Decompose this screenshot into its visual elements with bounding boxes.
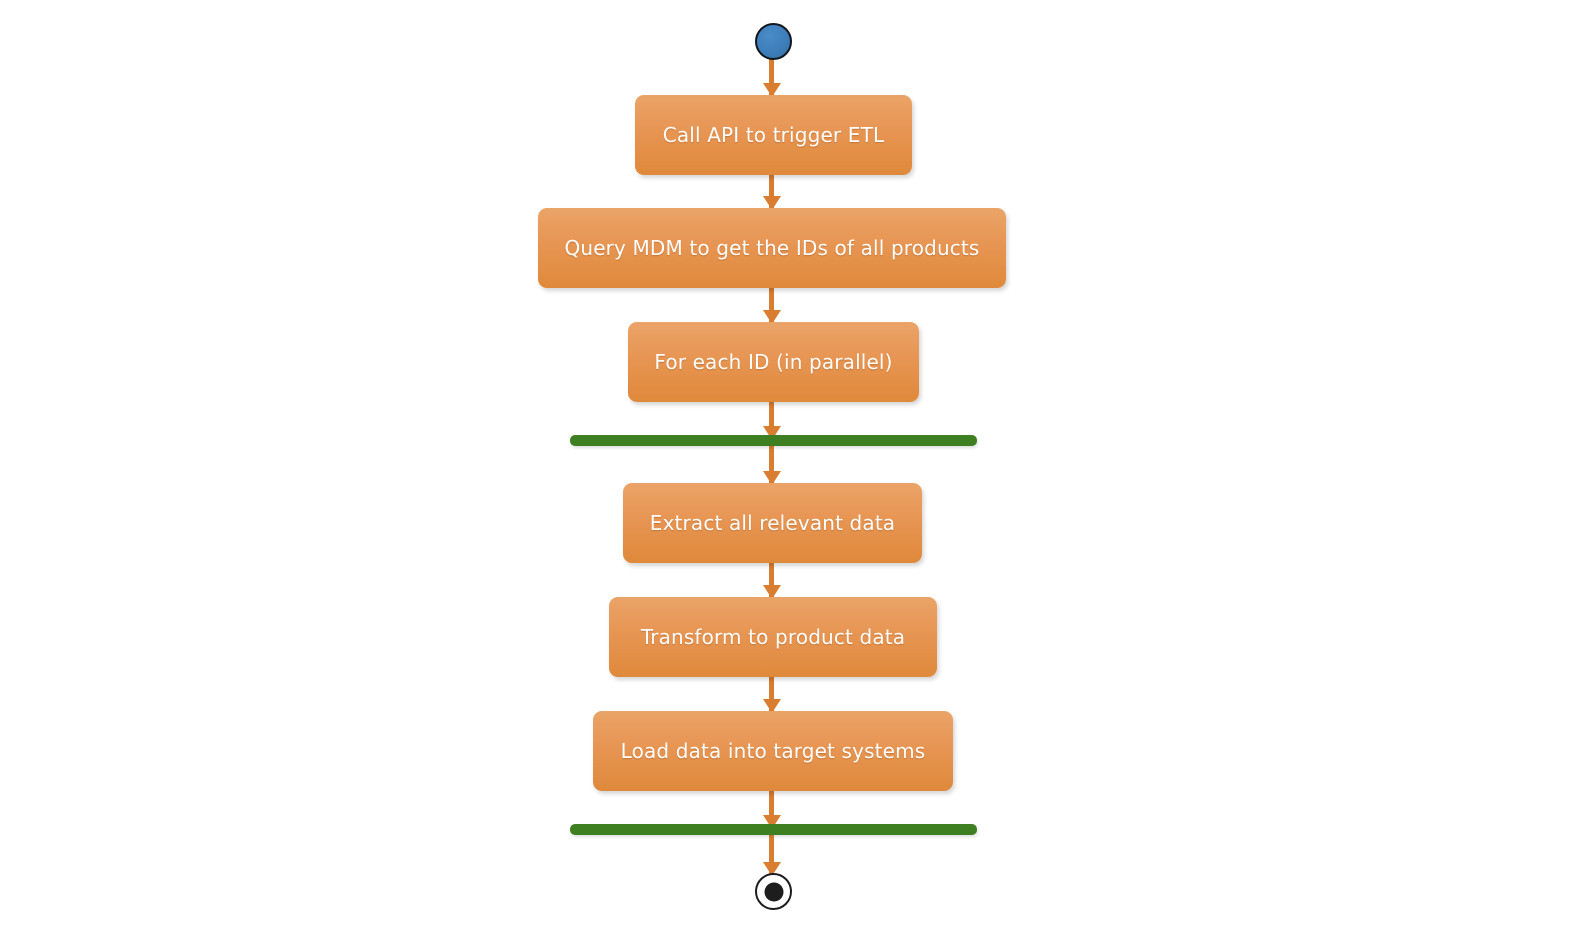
connector-join-bar-to-end — [762, 832, 781, 876]
connector-activity-3-to-fork-bar — [762, 400, 781, 440]
arrowhead-icon — [762, 585, 781, 599]
activity-label: Extract all relevant data — [649, 511, 896, 535]
arrowhead-icon — [762, 471, 781, 485]
activity-label: Load data into target systems — [620, 739, 926, 763]
arrowhead-icon — [762, 699, 781, 713]
connector-activity-6-to-join-bar — [762, 789, 781, 829]
connector-activity-4-to-activity-5 — [762, 561, 781, 599]
connector-line — [769, 832, 774, 876]
fork-node-bar[interactable] — [570, 435, 977, 446]
activity-node-extract-data[interactable]: Extract all relevant data — [623, 483, 922, 563]
connector-activity-1-to-activity-2 — [762, 173, 781, 210]
connector-line — [769, 173, 774, 210]
connector-line — [769, 789, 774, 829]
activity-node-query-mdm[interactable]: Query MDM to get the IDs of all products — [538, 208, 1006, 288]
activity-node-for-each-id[interactable]: For each ID (in parallel) — [628, 322, 919, 402]
connector-activity-2-to-activity-3 — [762, 286, 781, 324]
arrowhead-icon — [762, 83, 781, 97]
start-node[interactable] — [755, 23, 792, 60]
connector-line — [769, 400, 774, 440]
connector-start-to-activity-1 — [762, 58, 781, 97]
connector-line — [769, 58, 774, 97]
connector-line — [769, 443, 774, 485]
connector-fork-bar-to-activity-4 — [762, 443, 781, 485]
connector-line — [769, 286, 774, 324]
activity-label: Transform to product data — [640, 625, 906, 649]
final-node[interactable] — [755, 873, 792, 910]
connector-activity-5-to-activity-6 — [762, 675, 781, 713]
final-node-center — [764, 882, 783, 901]
arrowhead-icon — [762, 310, 781, 324]
activity-node-call-api[interactable]: Call API to trigger ETL — [635, 95, 912, 175]
activity-node-load-data[interactable]: Load data into target systems — [593, 711, 953, 791]
activity-label: Query MDM to get the IDs of all products — [564, 236, 980, 260]
arrowhead-icon — [762, 862, 781, 876]
activity-label: For each ID (in parallel) — [654, 350, 893, 374]
activity-node-transform-data[interactable]: Transform to product data — [609, 597, 937, 677]
connector-line — [769, 675, 774, 713]
activity-label: Call API to trigger ETL — [662, 123, 885, 147]
join-node-bar[interactable] — [570, 824, 977, 835]
arrowhead-icon — [762, 196, 781, 210]
connector-line — [769, 561, 774, 599]
